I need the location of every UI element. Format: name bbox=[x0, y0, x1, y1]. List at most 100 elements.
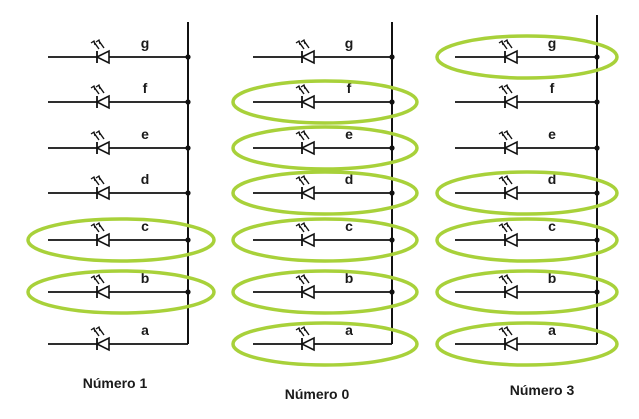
led-triangle bbox=[95, 336, 110, 352]
segment-label: g bbox=[548, 35, 557, 51]
led-light-arrowhead bbox=[300, 38, 306, 45]
led-light-arrowhead bbox=[295, 130, 301, 137]
led-light-arrowhead bbox=[300, 83, 306, 90]
led-light-arrowhead bbox=[90, 326, 96, 333]
segment-row-g: g bbox=[253, 35, 395, 65]
segment-label: b bbox=[141, 270, 150, 286]
led-light-arrowhead bbox=[498, 326, 504, 333]
junction-dot bbox=[594, 145, 600, 151]
segment-row-g: g bbox=[48, 35, 191, 65]
led-light-arrowhead bbox=[90, 175, 96, 182]
junction-dot bbox=[185, 54, 191, 60]
led-triangle bbox=[95, 94, 110, 110]
led-triangle bbox=[95, 185, 110, 201]
junction-dot bbox=[185, 289, 191, 295]
led-light-arrowhead bbox=[503, 273, 509, 280]
highlight-oval bbox=[231, 170, 419, 216]
segment-row-e: e bbox=[455, 126, 600, 156]
junction-dot bbox=[185, 145, 191, 151]
led-light-arrowhead bbox=[498, 39, 504, 46]
segment-label: e bbox=[345, 126, 353, 142]
highlight-oval bbox=[26, 269, 216, 315]
led-light-arrowhead bbox=[95, 273, 101, 280]
led-triangle bbox=[95, 232, 110, 248]
junction-dot bbox=[185, 190, 191, 196]
led-light-arrowhead bbox=[300, 325, 306, 332]
led-light-arrowhead bbox=[300, 174, 306, 181]
led-light-arrowhead bbox=[503, 221, 509, 228]
led-triangle bbox=[300, 336, 315, 352]
segment-label: d bbox=[141, 171, 150, 187]
led-triangle bbox=[503, 232, 518, 248]
led-light-arrowhead bbox=[498, 130, 504, 137]
highlight-oval bbox=[26, 217, 216, 263]
led-light-arrowhead bbox=[300, 221, 306, 228]
led-light-arrowhead bbox=[498, 274, 504, 281]
segment-row-g: g bbox=[435, 34, 619, 80]
junction-dot bbox=[594, 289, 600, 295]
junction-dot bbox=[185, 99, 191, 105]
segment-row-d: d bbox=[231, 170, 419, 216]
panel-caption: Número 1 bbox=[83, 375, 148, 391]
highlight-oval bbox=[435, 170, 619, 216]
junction-dot bbox=[389, 190, 395, 196]
segment-label: e bbox=[548, 126, 556, 142]
led-light-arrowhead bbox=[295, 274, 301, 281]
junction-dot bbox=[389, 54, 395, 60]
led-triangle bbox=[95, 140, 110, 156]
led-light-arrowhead bbox=[295, 326, 301, 333]
junction-dot bbox=[594, 237, 600, 243]
segment-row-f: f bbox=[455, 80, 600, 110]
junction-dot bbox=[389, 99, 395, 105]
highlight-oval bbox=[435, 321, 619, 367]
led-triangle bbox=[95, 284, 110, 300]
segment-label: b bbox=[548, 270, 557, 286]
led-light-arrowhead bbox=[503, 325, 509, 332]
segment-row-a: a bbox=[435, 321, 619, 367]
led-light-arrowhead bbox=[90, 222, 96, 229]
highlight-oval bbox=[231, 79, 419, 125]
segment-label: e bbox=[141, 126, 149, 142]
segment-label: b bbox=[345, 270, 354, 286]
segment-row-d: d bbox=[48, 171, 191, 201]
led-triangle bbox=[503, 49, 518, 65]
led-light-arrowhead bbox=[295, 222, 301, 229]
led-light-arrowhead bbox=[90, 84, 96, 91]
led-light-arrowhead bbox=[90, 130, 96, 137]
segment-label: c bbox=[345, 218, 353, 234]
led-light-arrowhead bbox=[300, 273, 306, 280]
segment-row-b: b bbox=[435, 269, 619, 315]
led-triangle bbox=[300, 185, 315, 201]
segment-label: c bbox=[548, 218, 556, 234]
segment-row-b: b bbox=[26, 269, 216, 315]
highlight-oval bbox=[435, 34, 619, 80]
led-triangle bbox=[503, 284, 518, 300]
segment-row-f: f bbox=[231, 79, 419, 125]
led-light-arrowhead bbox=[95, 221, 101, 228]
highlight-oval bbox=[435, 217, 619, 263]
highlight-oval bbox=[231, 321, 419, 367]
led-triangle bbox=[300, 140, 315, 156]
segment-label: d bbox=[548, 171, 557, 187]
segment-label: d bbox=[345, 171, 354, 187]
segment-label: g bbox=[345, 35, 354, 51]
segment-label: g bbox=[141, 35, 150, 51]
panel-caption: Número 0 bbox=[285, 386, 350, 402]
led-triangle bbox=[95, 49, 110, 65]
led-light-arrowhead bbox=[498, 175, 504, 182]
led-light-arrowhead bbox=[95, 38, 101, 45]
junction-dot bbox=[389, 145, 395, 151]
panel-caption: Número 3 bbox=[510, 382, 575, 398]
led-light-arrowhead bbox=[95, 83, 101, 90]
led-triangle bbox=[300, 49, 315, 65]
led-light-arrowhead bbox=[90, 274, 96, 281]
led-triangle bbox=[503, 140, 518, 156]
junction-dot bbox=[389, 289, 395, 295]
highlight-oval bbox=[231, 217, 419, 263]
segment-row-a: a bbox=[48, 322, 188, 352]
segment-row-c: c bbox=[231, 217, 419, 263]
segment-label: f bbox=[143, 80, 148, 96]
